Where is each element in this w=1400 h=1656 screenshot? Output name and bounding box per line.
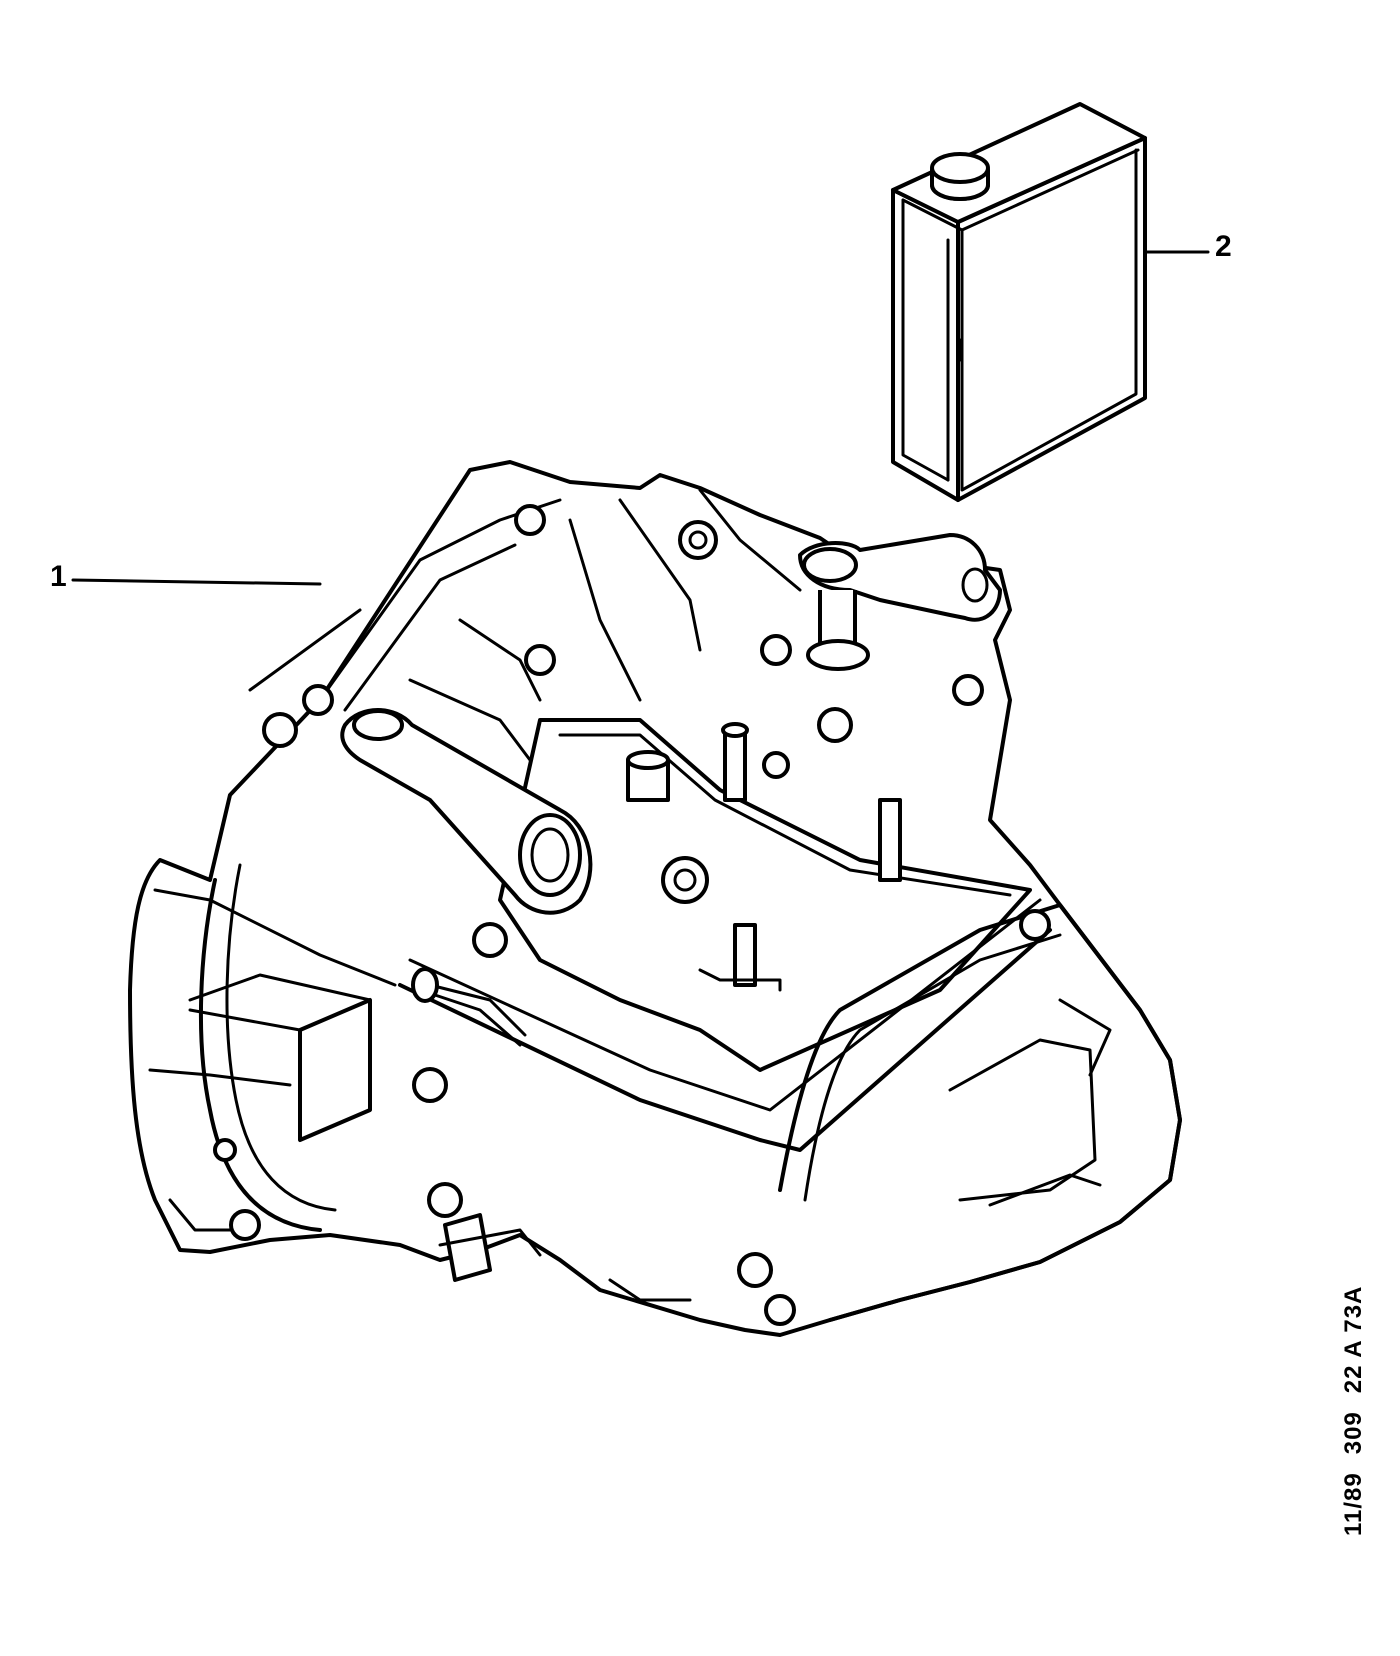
callout-2-label: 2 (1215, 230, 1232, 263)
reference-date: 11/89 (1340, 1472, 1367, 1536)
reference-drawing-code: 22 A 73A (1340, 1285, 1367, 1394)
reference-code: 11/89 309 22 A 73A (1340, 1268, 1368, 1536)
callout-1-label: 1 (50, 560, 67, 593)
oil-can (891, 102, 1147, 502)
gearbox (128, 460, 1182, 1337)
reference-model: 309 (1340, 1411, 1367, 1455)
callout-1-leader (71, 578, 322, 586)
